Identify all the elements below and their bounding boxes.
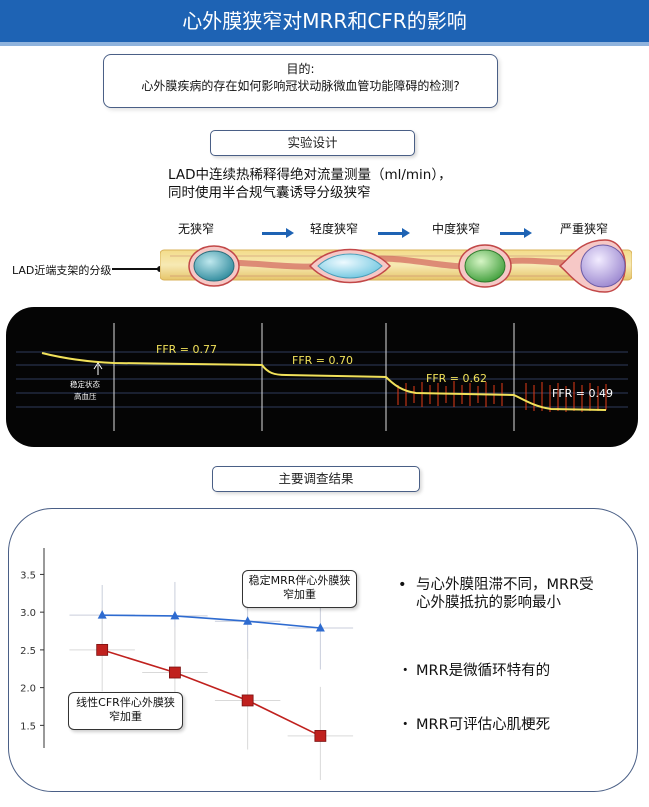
right-arrow-icon (500, 228, 532, 238)
mrr-point (315, 623, 325, 632)
y-tick-label: 2.0 (20, 684, 36, 695)
baseline-label-2: 高血压 (74, 391, 97, 401)
baseline-label-1: 稳定状态 (70, 379, 100, 389)
stage-label-none: 无狭窄 (178, 222, 215, 236)
design-section-header: 实验设计 (210, 130, 415, 156)
method-description: LAD中连续热稀释得绝对流量测量（ml/min）， 同时使用半合规气囊诱导分级狭… (168, 166, 452, 202)
vessel-illustration (160, 239, 632, 293)
finding-2: ・ MRR是微循环特有的 (398, 662, 608, 680)
mrr-point (243, 616, 253, 625)
finding-1-text: 与心外膜阻滞不同，MRR受心外膜抵抗的影响最小 (416, 577, 594, 611)
cfr-point (314, 730, 327, 742)
ffr-pressure-trace-panel: FFR = 0.77 FFR = 0.70 FFR = 0.62 FFR = 0… (6, 307, 638, 447)
finding-2-text: MRR是微循环特有的 (416, 663, 551, 679)
ffr-label-1: FFR = 0.77 (156, 343, 217, 356)
y-tick-label: 3.0 (20, 608, 36, 619)
ffr-label-2: FFR = 0.70 (292, 354, 353, 367)
right-arrow-icon (378, 228, 410, 238)
finding-3: ・ MRR可评估心肌梗死 (398, 716, 608, 734)
method-line-2: 同时使用半合规气囊诱导分级狭窄 (168, 185, 371, 201)
cfr-point (169, 666, 181, 679)
ffr-trace-svg: FFR = 0.77 FFR = 0.70 FFR = 0.62 FFR = 0… (16, 323, 628, 431)
page-title: 心外膜狭窄对MRR和CFR的影响 (0, 0, 649, 46)
finding-3-text: MRR可评估心肌梗死 (416, 717, 551, 733)
cfr-series-line (101, 649, 321, 737)
y-tick-label: 2.5 (20, 646, 36, 657)
stage-label-severe: 严重狭窄 (560, 222, 609, 236)
cfr-point (96, 643, 109, 656)
y-tick-label: 3.5 (20, 570, 36, 581)
stage-label-mild: 轻度狭窄 (310, 222, 359, 236)
bullet-icon: ・ (398, 717, 413, 733)
stage-label-moderate: 中度狭窄 (432, 222, 481, 236)
results-section-header: 主要调查结果 (212, 466, 420, 492)
purpose-box: 目的: 心外膜疾病的存在如何影响冠状动脉微血管功能障碍的检测? (103, 54, 498, 108)
ffr-label-4: FFR = 0.49 (552, 387, 613, 400)
mrr-series-line (102, 614, 321, 629)
mrr-cfr-chart: 1.5 2.0 2.5 3.0 3.5 (20, 548, 354, 780)
mrr-point (97, 610, 107, 619)
purpose-question: 心外膜疾病的存在如何影响冠状动脉微血管功能障碍的检测? (141, 79, 460, 93)
method-line-1: LAD中连续热稀释得绝对流量测量（ml/min）， (168, 167, 452, 183)
ffr-label-3: FFR = 0.62 (426, 372, 487, 385)
bullet-icon: • (398, 577, 407, 593)
cfr-point (241, 694, 254, 707)
purpose-label: 目的: (286, 62, 315, 76)
bullet-icon: ・ (398, 663, 413, 679)
finding-1: • 与心外膜阻滞不同，MRR受心外膜抵抗的影响最小 (398, 576, 598, 612)
right-arrow-icon (262, 228, 294, 238)
legend-mrr: 稳定MRR伴心外膜狭窄加重 (242, 570, 357, 608)
legend-cfr: 线性CFR伴心外膜狭窄加重 (68, 692, 183, 730)
mrr-point (170, 610, 180, 620)
y-tick-label: 1.5 (20, 721, 36, 732)
pointer-line (112, 266, 163, 272)
stent-grading-label: LAD近端支架的分级 (12, 264, 112, 277)
ffr-pressure-line (41, 352, 607, 411)
